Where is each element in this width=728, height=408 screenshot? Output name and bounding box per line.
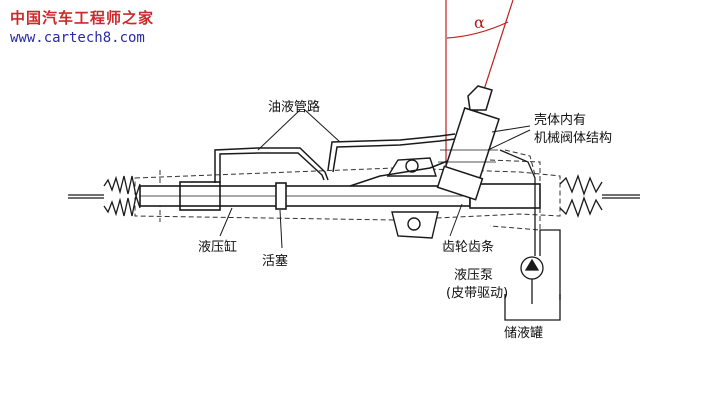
- angle-label: α: [474, 13, 485, 32]
- label-pump-line1: 液压泵: [454, 268, 494, 283]
- label-housing-line2: 机械阀体结构: [534, 131, 613, 146]
- hydraulic-circuit: [499, 149, 561, 321]
- label-cylinder: 液压缸: [198, 240, 238, 255]
- oil-pipes: [214, 133, 456, 187]
- rack-housing: [139, 181, 541, 211]
- label-pump-line2: (皮带驱动): [446, 286, 509, 301]
- watermark-url: www.cartech8.com: [10, 30, 145, 46]
- leader-lines: [219, 109, 531, 249]
- left-boot: [68, 175, 141, 217]
- center-mount: [386, 157, 439, 239]
- label-piston: 活塞: [262, 254, 289, 269]
- label-reservoir: 储液罐: [504, 326, 544, 341]
- valve-housing: [436, 85, 500, 201]
- label-rack-pinion: 齿轮齿条: [442, 240, 495, 255]
- watermark-title: 中国汽车工程师之家: [10, 9, 155, 27]
- label-oil-pipe: 油液管路: [268, 100, 321, 115]
- label-housing-line1: 壳体内有: [534, 113, 587, 128]
- right-boot: [559, 174, 640, 218]
